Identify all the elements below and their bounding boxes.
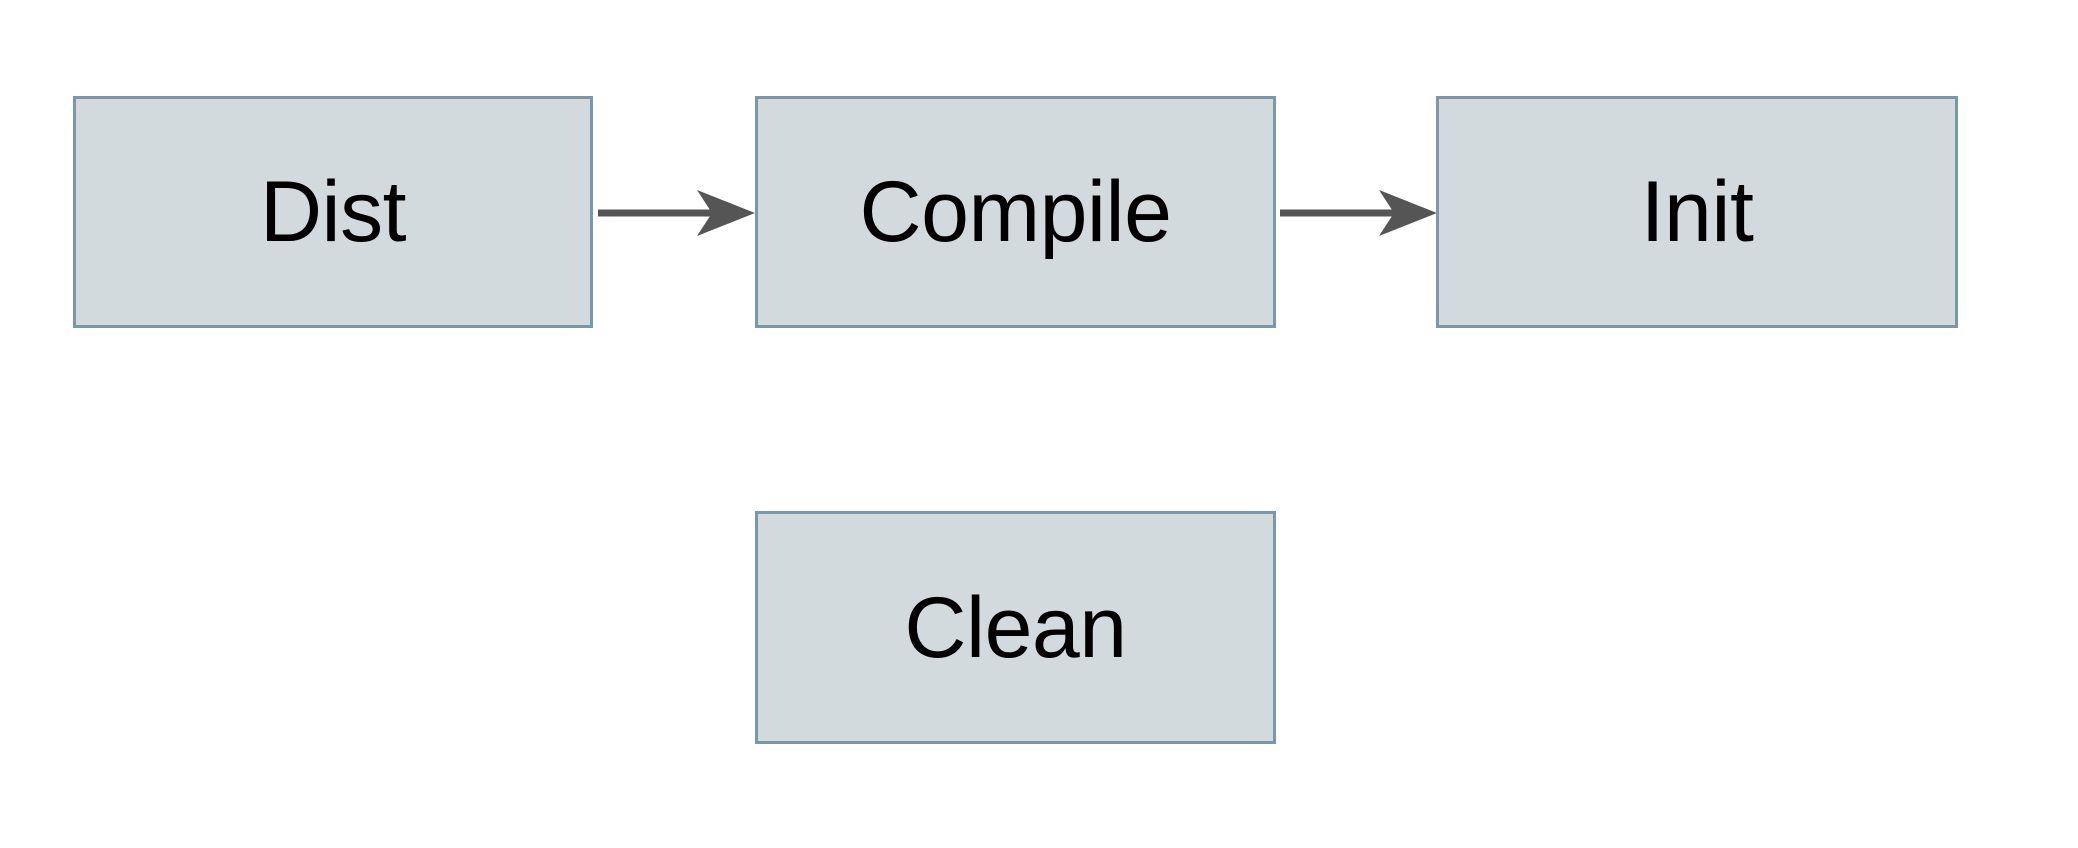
node-dist-label: Dist (259, 164, 407, 260)
arrowhead-icon (697, 190, 755, 236)
node-compile-label: Compile (859, 164, 1172, 260)
edge-dist-to-compile[interactable] (598, 190, 755, 236)
node-compile[interactable]: Compile (755, 96, 1276, 328)
edge-compile-to-init[interactable] (1280, 190, 1437, 236)
node-clean-label: Clean (904, 579, 1127, 676)
arrowhead-icon (1379, 190, 1437, 236)
node-clean[interactable]: Clean (755, 511, 1276, 744)
node-init[interactable]: Init (1436, 96, 1958, 328)
node-dist[interactable]: Dist (73, 96, 593, 328)
node-init-label: Init (1640, 164, 1754, 260)
